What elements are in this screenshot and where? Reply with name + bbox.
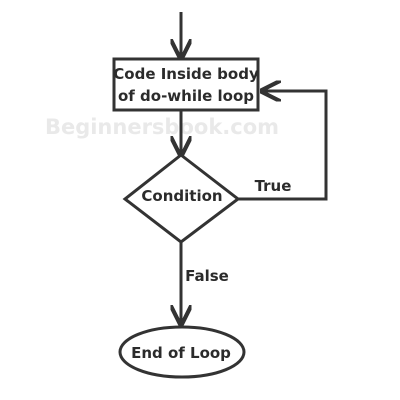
true-label: True bbox=[255, 177, 292, 195]
end-of-loop-terminal bbox=[118, 325, 246, 379]
process-box-label-line2: of do-while loop bbox=[118, 87, 254, 105]
false-label: False bbox=[185, 267, 229, 285]
condition-label: Condition bbox=[141, 187, 222, 205]
true-loop-arrow bbox=[238, 91, 328, 201]
end-of-loop-label: End of Loop bbox=[131, 344, 231, 362]
watermark-text: Beginnersbook.com bbox=[45, 115, 279, 139]
process-box bbox=[112, 57, 260, 112]
process-box-label-line1: Code Inside body bbox=[113, 65, 259, 83]
